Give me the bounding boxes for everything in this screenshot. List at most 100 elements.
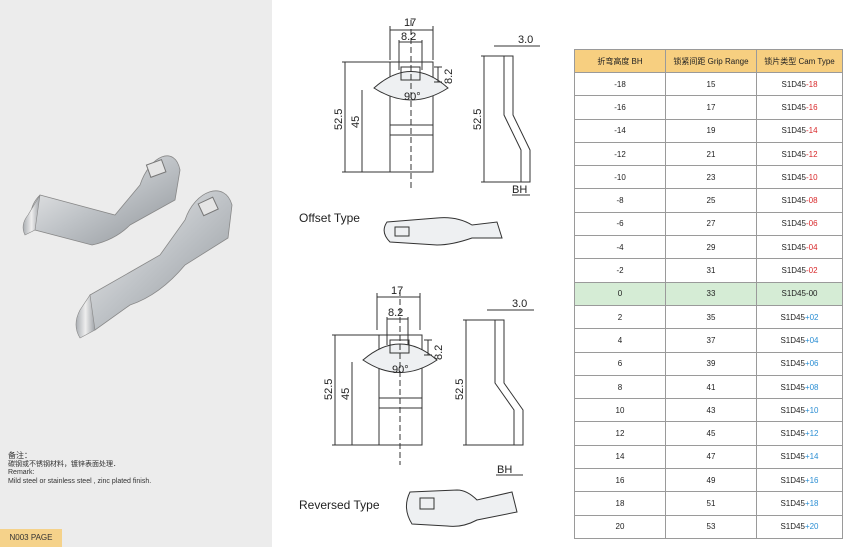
grip-range-cell: 15 bbox=[665, 71, 757, 97]
header-grip-range: 锁紧间距 Grip Range bbox=[665, 49, 757, 73]
cam-spec-table: 折弯高度 BH 锁紧间距 Grip Range 锁片类型 Cam Type -1… bbox=[574, 49, 843, 539]
cam-type-cell: S1D45-10 bbox=[756, 165, 843, 190]
cam-type-suffix: -12 bbox=[805, 149, 818, 159]
grip-range-cell: 23 bbox=[665, 165, 757, 190]
dim-inner-offset: 45 bbox=[350, 116, 362, 128]
cam-type-cell: S1D45-02 bbox=[756, 258, 843, 283]
cam-type-suffix: +08 bbox=[804, 382, 819, 392]
header-cam-type: 锁片类型 Cam Type bbox=[756, 49, 843, 73]
dim-slot-h-offset: 8.2 bbox=[443, 69, 455, 84]
dim-bh-offset: BH bbox=[512, 184, 527, 196]
grip-range-cell: 47 bbox=[665, 444, 757, 470]
dim-slot-h-reversed: 8.2 bbox=[433, 345, 445, 360]
cam-type-prefix: S1D45 bbox=[781, 242, 806, 252]
dim-slot-reversed: 8.2 bbox=[388, 307, 403, 319]
bend-height-cell: -8 bbox=[574, 188, 666, 213]
grip-range-cell: 33 bbox=[665, 281, 757, 306]
dim-thick-offset: 3.0 bbox=[518, 34, 533, 46]
grip-range-cell: 53 bbox=[665, 514, 757, 539]
cam-type-prefix: S1D45-00 bbox=[781, 289, 818, 299]
technical-drawings: 17 8.2 90° 52.5 45 8.2 3.0 52.5 BH 17 8.… bbox=[272, 0, 572, 547]
grip-range-cell: 19 bbox=[665, 118, 757, 143]
dim-width-offset: 17 bbox=[404, 17, 416, 29]
offset-front-view: 17 8.2 90° 52.5 45 8.2 3.0 52.5 BH 17 8.… bbox=[323, 17, 540, 527]
bend-height-cell: -10 bbox=[574, 165, 666, 190]
dim-side-total-reversed: 52.5 bbox=[454, 379, 466, 400]
cam-type-suffix: +20 bbox=[804, 522, 819, 532]
bend-height-cell: -14 bbox=[574, 118, 666, 143]
cam-type-cell: S1D45+18 bbox=[756, 491, 843, 516]
grip-range-cell: 21 bbox=[665, 141, 757, 167]
cam-type-cell: S1D45-00 bbox=[756, 281, 843, 306]
grip-range-cell: 31 bbox=[665, 258, 757, 283]
cam-type-cell: S1D45-16 bbox=[756, 95, 843, 120]
bend-height-cell: -2 bbox=[574, 258, 666, 283]
cam-type-suffix: +14 bbox=[804, 452, 819, 462]
bend-height-cell: 14 bbox=[574, 444, 666, 470]
bend-height-cell: -6 bbox=[574, 211, 666, 237]
cam-type-cell: S1D45+10 bbox=[756, 398, 843, 423]
bend-height-cell: 0 bbox=[574, 281, 666, 306]
cam-type-prefix: S1D45 bbox=[780, 429, 805, 439]
cam-type-suffix: -16 bbox=[805, 102, 818, 112]
cam-type-cell: S1D45+06 bbox=[756, 351, 843, 376]
grip-range-cell: 27 bbox=[665, 211, 757, 237]
cam-type-prefix: S1D45 bbox=[780, 382, 805, 392]
grip-range-cell: 45 bbox=[665, 421, 757, 446]
cam-type-suffix: +02 bbox=[804, 312, 819, 322]
grip-range-cell: 25 bbox=[665, 188, 757, 213]
cam-type-suffix: -08 bbox=[805, 196, 818, 206]
grip-range-cell: 29 bbox=[665, 235, 757, 260]
cam-type-prefix: S1D45 bbox=[781, 196, 806, 206]
grip-range-cell: 35 bbox=[665, 304, 757, 330]
cam-type-prefix: S1D45 bbox=[780, 522, 805, 532]
cam-type-prefix: S1D45 bbox=[780, 475, 805, 485]
cam-type-suffix: -10 bbox=[805, 172, 818, 182]
remark-en-text: Mild steel or stainless steel , zinc pla… bbox=[8, 477, 152, 485]
dim-side-total-offset: 52.5 bbox=[472, 109, 484, 130]
bend-height-cell: 6 bbox=[574, 351, 666, 376]
cam-type-prefix: S1D45 bbox=[780, 335, 805, 345]
offset-type-label: Offset Type bbox=[299, 211, 360, 225]
bend-height-cell: 20 bbox=[574, 514, 666, 539]
cam-type-suffix: -04 bbox=[805, 242, 818, 252]
remark-block: 备注： 碳钢或不锈钢材料，镀锌表面处理． Remark: Mild steel … bbox=[8, 451, 152, 486]
dim-bh-reversed: BH bbox=[497, 464, 512, 476]
cam-lock-photo bbox=[22, 155, 233, 339]
cam-type-cell: S1D45+04 bbox=[756, 328, 843, 353]
cam-type-cell: S1D45+02 bbox=[756, 304, 843, 330]
cam-type-prefix: S1D45 bbox=[781, 219, 806, 229]
product-photo-panel: 备注： 碳钢或不锈钢材料，镀锌表面处理． Remark: Mild steel … bbox=[0, 0, 272, 547]
bend-height-cell: 16 bbox=[574, 468, 666, 493]
bend-height-cell: 12 bbox=[574, 421, 666, 446]
cam-type-prefix: S1D45 bbox=[780, 452, 805, 462]
cam-type-prefix: S1D45 bbox=[780, 359, 805, 369]
cam-type-suffix: +06 bbox=[804, 359, 819, 369]
cam-type-suffix: +18 bbox=[804, 498, 819, 508]
cam-type-prefix: S1D45 bbox=[780, 312, 805, 322]
cam-type-prefix: S1D45 bbox=[781, 266, 806, 276]
grip-range-cell: 41 bbox=[665, 374, 757, 400]
page-tag: N003 PAGE bbox=[0, 529, 62, 547]
reversed-type-label: Reversed Type bbox=[299, 498, 380, 512]
dim-angle-offset: 90° bbox=[404, 91, 421, 103]
table-header-row: 折弯高度 BH 锁紧间距 Grip Range 锁片类型 Cam Type bbox=[574, 49, 843, 73]
bend-height-cell: -4 bbox=[574, 235, 666, 260]
cam-type-cell: S1D45-08 bbox=[756, 188, 843, 213]
dim-slot-offset: 8.2 bbox=[401, 31, 416, 43]
dim-total-reversed: 52.5 bbox=[323, 379, 335, 400]
